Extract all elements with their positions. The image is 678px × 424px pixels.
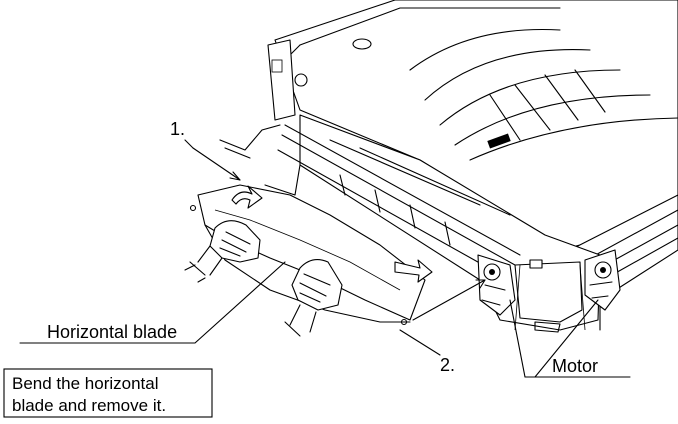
motor-left <box>477 254 516 316</box>
step1-arrow <box>192 147 263 209</box>
step1-label: 1. <box>170 119 185 139</box>
instruction-note: Bend the horizontal blade and remove it. <box>3 368 213 418</box>
step2-arrow <box>394 259 486 321</box>
hand-left <box>184 220 261 283</box>
motor-label: Motor <box>552 356 598 376</box>
note-line-2: blade and remove it. <box>12 396 166 415</box>
step2-label: 2. <box>440 355 455 375</box>
label-plate-icon <box>487 133 511 149</box>
motor-right <box>584 249 621 311</box>
hand-right <box>284 259 343 337</box>
horizontal-blade-label: Horizontal blade <box>47 322 177 342</box>
note-line-1: Bend the horizontal <box>12 374 159 393</box>
unit-housing <box>267 0 678 251</box>
connector-box <box>514 259 586 333</box>
leader-lines <box>19 139 631 378</box>
